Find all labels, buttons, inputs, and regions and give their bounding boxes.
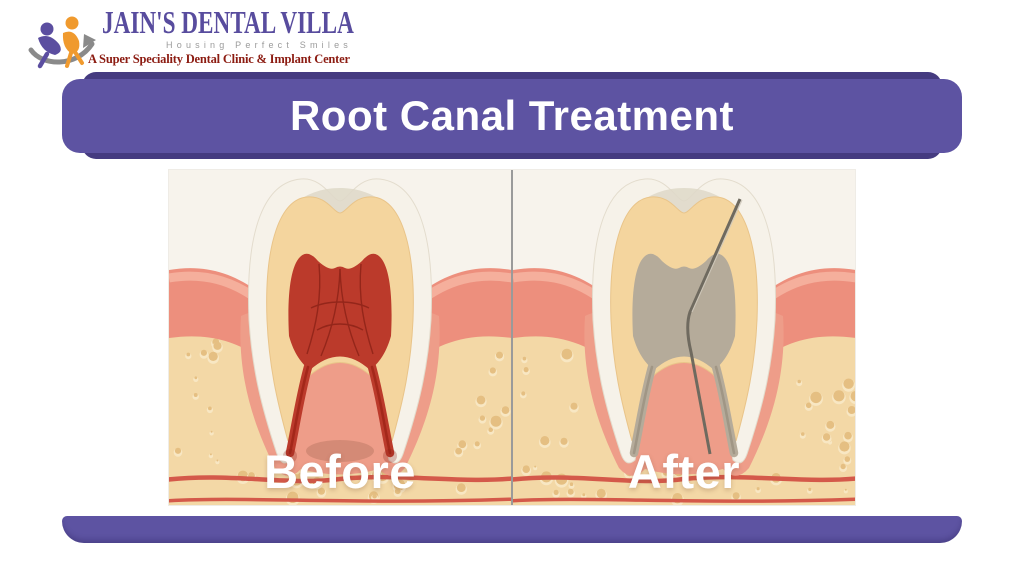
before-panel: Before xyxy=(169,170,511,505)
after-tooth-illustration xyxy=(513,170,855,505)
title-banner: Root Canal Treatment xyxy=(62,79,962,153)
clinic-logo: JAIN'S DENTAL VILLA Housing Perfect Smil… xyxy=(26,5,354,72)
footer-bar xyxy=(62,516,962,543)
page-title: Root Canal Treatment xyxy=(289,92,735,139)
after-panel: After xyxy=(513,170,855,505)
two-figures-swoosh-logo-icon xyxy=(28,16,96,69)
panel-divider xyxy=(511,170,513,505)
after-label: After xyxy=(627,445,741,498)
before-tooth-illustration xyxy=(169,170,511,505)
logo-text-block: JAIN'S DENTAL VILLA Housing Perfect Smil… xyxy=(88,5,354,67)
illustration-card: Before After xyxy=(169,170,855,505)
logo-subtitle: A Super Speciality Dental Clinic & Impla… xyxy=(88,51,350,66)
logo-title: JAIN'S DENTAL VILLA xyxy=(102,5,354,41)
logo-tagline: Housing Perfect Smiles xyxy=(166,39,352,50)
before-label: Before xyxy=(264,445,416,498)
